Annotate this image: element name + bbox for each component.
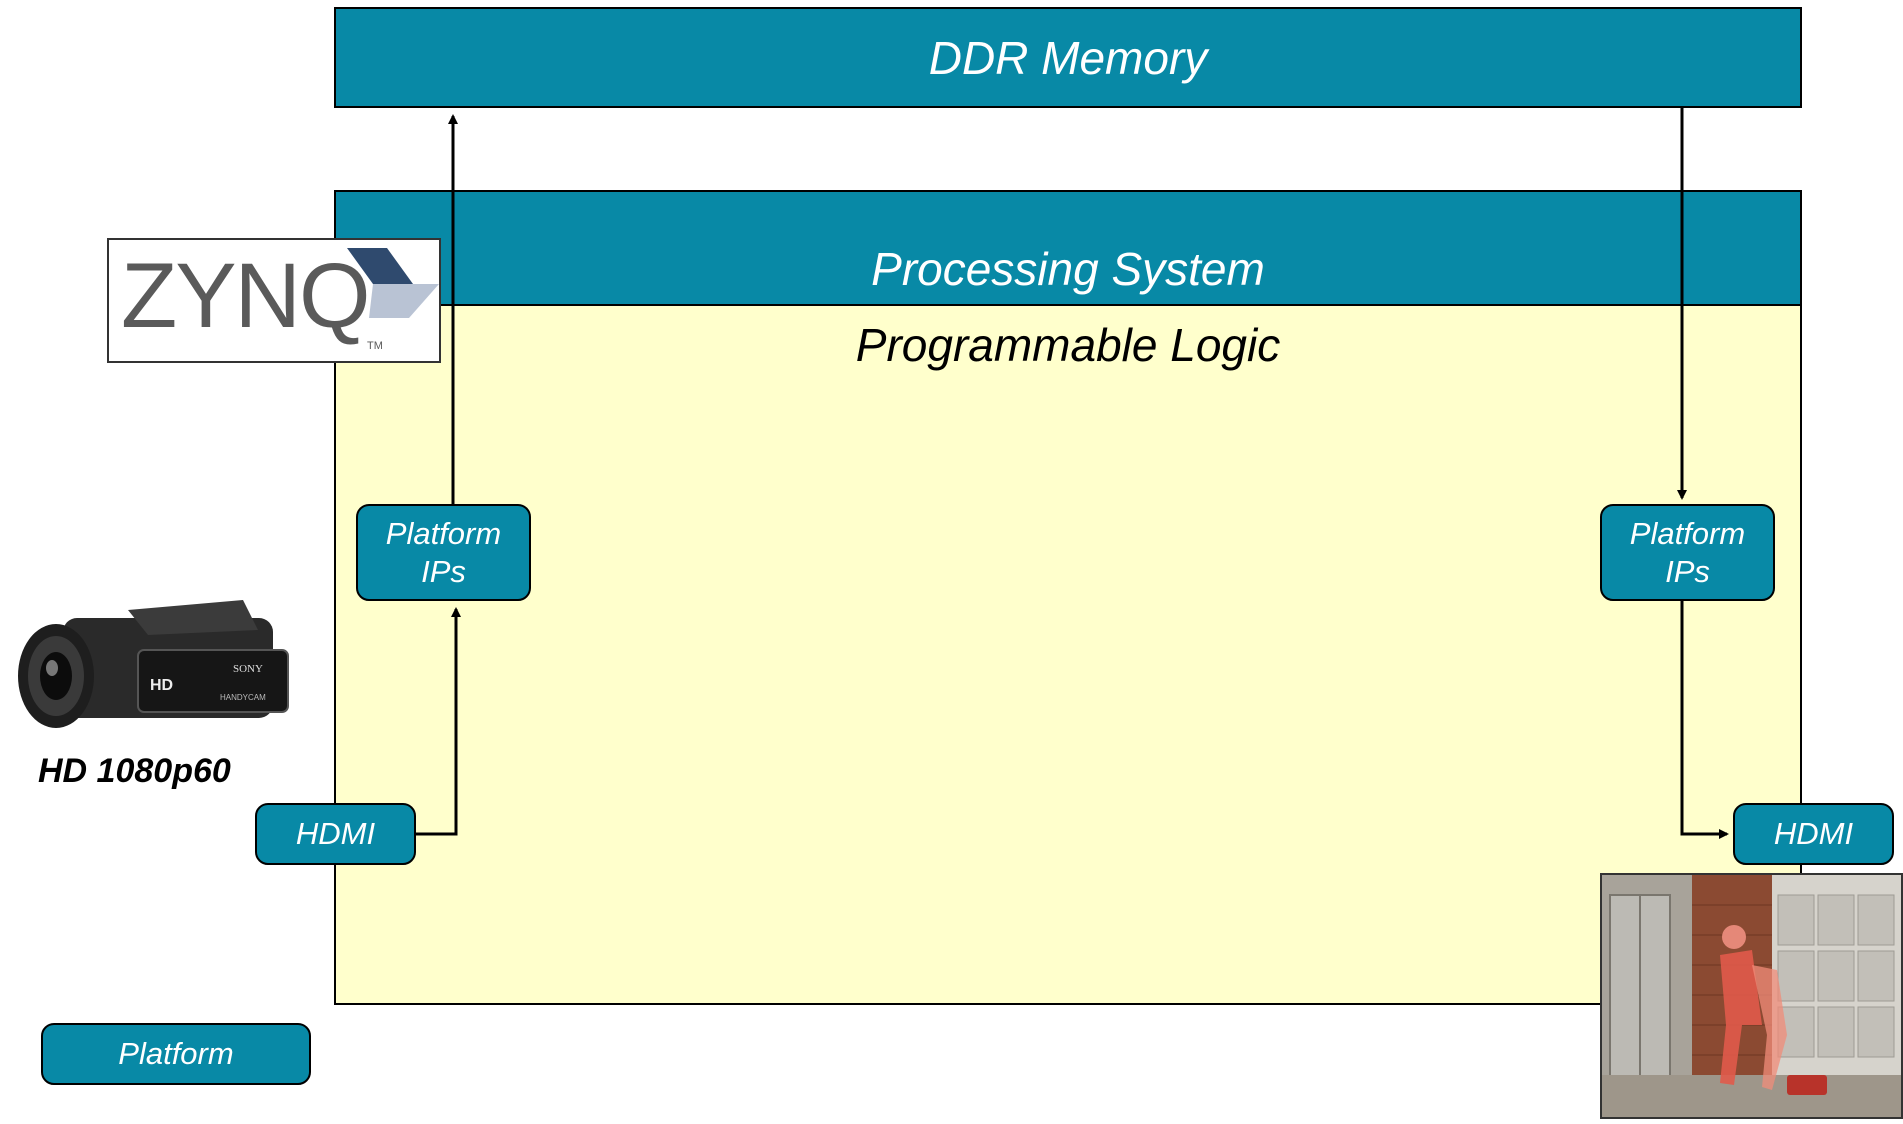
hdmi-output-label: HDMI [1773,816,1854,851]
camera-brand-text: SONY [233,663,263,675]
output-scene-image [1602,875,1901,1117]
hdmi-input-block: HDMI [255,803,416,865]
platform-ips-left-line2: IPs [421,553,466,589]
platform-ips-right-line1: Platform [1629,515,1746,551]
processing-system-label: Processing System [871,243,1265,295]
zynq-chevron-icon [347,248,439,318]
output-video-frame [1600,873,1903,1119]
platform-ips-left-line1: Platform [385,515,502,551]
camera-hd-badge: HD [150,677,173,694]
platform-ips-right-line2: IPs [1665,553,1710,589]
platform-ips-input-block: Platform IPs [356,504,531,601]
camera-caption: HD 1080p60 [38,752,231,790]
hdmi-output-block: HDMI [1733,803,1894,865]
zynq-logo-text: ZYNQ [121,245,371,347]
processing-system-block: Processing System [334,190,1802,306]
zynq-logo: ZYNQ TM [107,238,441,363]
programmable-logic-region [334,190,1802,1005]
hdmi-input-label: HDMI [295,816,376,851]
ddr-memory-label: DDR Memory [928,31,1208,84]
platform-legend-label: Platform [118,1036,234,1071]
zynq-logo-trademark: TM [367,340,383,352]
camcorder-image: SONY HD HANDYCAM [18,600,289,728]
programmable-logic-label: Programmable Logic [855,319,1281,371]
ddr-memory-block: DDR Memory [334,7,1802,108]
camera-model-text: HANDYCAM [220,693,266,702]
platform-legend-box: Platform [41,1023,311,1085]
platform-ips-output-block: Platform IPs [1600,504,1775,601]
